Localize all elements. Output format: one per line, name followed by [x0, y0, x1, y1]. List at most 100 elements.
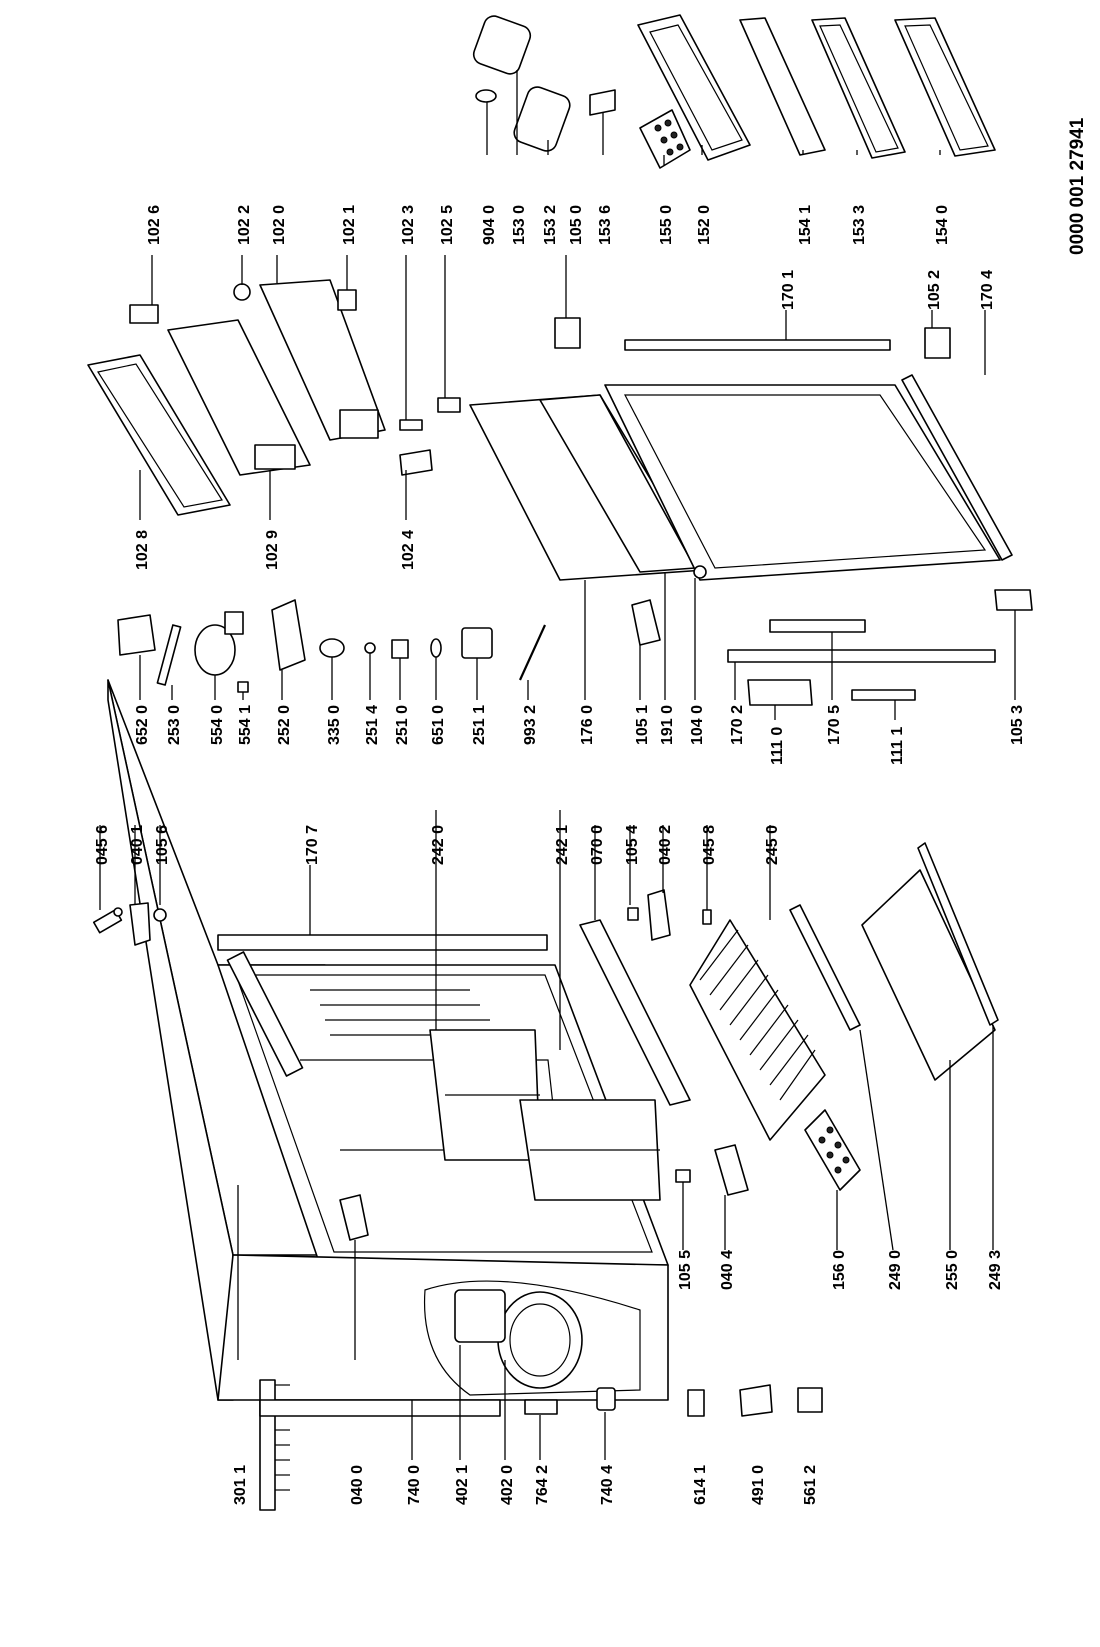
egg-tray-155-0 — [639, 109, 691, 169]
bottle-holder-153-0 — [472, 15, 532, 75]
compressor — [454, 1289, 583, 1389]
label-153-2: 153 2 — [542, 205, 559, 245]
rail-170-5 — [769, 619, 866, 633]
label-402-0: 402 0 — [499, 1465, 516, 1505]
rail-170-1 — [624, 339, 891, 351]
label-170-5: 170 5 — [826, 705, 843, 745]
label-251-4: 251 4 — [364, 705, 381, 745]
label-104-0: 104 0 — [689, 705, 706, 745]
part-102-2 — [233, 283, 251, 301]
cover-102-9 — [167, 319, 311, 476]
part-labels: 045 6 040 1 105 6 170 7 242 0 242 1 070 … — [94, 205, 1026, 1505]
part-111-0 — [747, 679, 813, 706]
strip-249-0 — [789, 904, 861, 1031]
label-740-4: 740 4 — [599, 1465, 616, 1505]
strip-249-3 — [917, 842, 999, 1026]
part-554-1 — [237, 681, 249, 693]
door-shelf-154-0 — [894, 17, 996, 157]
part-102-1 — [337, 289, 357, 311]
label-170-2: 170 2 — [729, 705, 746, 745]
door-shelf-153-3 — [811, 17, 906, 159]
door-shelf-152-0 — [637, 14, 751, 161]
label-102-5: 102 5 — [439, 205, 456, 245]
part-614-1 — [687, 1389, 705, 1417]
label-251-1: 251 1 — [471, 705, 488, 745]
label-105-6: 105 6 — [154, 825, 171, 865]
label-045-6: 045 6 — [94, 825, 111, 865]
egg-tray — [804, 1109, 861, 1191]
bar-070-0 — [579, 919, 691, 1106]
part-153-6 — [589, 89, 616, 116]
part-105-4 — [627, 907, 639, 921]
label-242-1: 242 1 — [554, 825, 571, 865]
part-040-4 — [714, 1144, 749, 1196]
part-105-0 — [554, 317, 581, 349]
label-614-1: 614 1 — [692, 1465, 709, 1505]
bottle-rail-154-1 — [739, 17, 826, 156]
part-105-5 — [675, 1169, 691, 1183]
label-154-0: 154 0 — [934, 205, 951, 245]
label-105-1: 105 1 — [634, 705, 651, 745]
label-156-0: 156 0 — [831, 1250, 848, 1290]
label-105-5: 105 5 — [677, 1250, 694, 1290]
part-111-1 — [851, 689, 916, 701]
part-251-1 — [461, 627, 493, 659]
label-252-0: 252 0 — [276, 705, 293, 745]
part-253-0 — [156, 624, 182, 686]
part-993-2 — [518, 624, 547, 681]
label-155-0: 155 0 — [658, 205, 675, 245]
label-301-1: 301 1 — [232, 1465, 249, 1505]
label-111-0: 111 0 — [769, 727, 786, 765]
part-251-4 — [364, 642, 376, 654]
condenser — [259, 1379, 501, 1511]
part-491-0 — [739, 1384, 773, 1417]
label-105-0: 105 0 — [568, 205, 585, 245]
label-491-0: 491 0 — [750, 1465, 767, 1505]
label-040-0: 040 0 — [349, 1465, 366, 1505]
label-176-0: 176 0 — [579, 705, 596, 745]
part-040-2 — [647, 889, 671, 941]
part-251-0 — [391, 639, 409, 659]
label-040-2: 040 2 — [657, 825, 674, 865]
cover-102-0 — [259, 279, 386, 441]
part-561-2 — [797, 1387, 823, 1413]
label-554-1: 554 1 — [237, 705, 254, 745]
part-102-4 — [399, 449, 433, 476]
part-335-0 — [319, 638, 345, 658]
vegetable-drawer-upper — [429, 1029, 541, 1161]
label-402-1: 402 1 — [454, 1465, 471, 1505]
label-105-4: 105 4 — [624, 825, 641, 865]
label-764-2: 764 2 — [534, 1465, 551, 1505]
label-153-3: 153 3 — [851, 205, 868, 245]
part-904-0 — [475, 89, 497, 103]
label-170-7: 170 7 — [304, 825, 321, 865]
wire-shelf — [689, 919, 826, 1141]
label-255-0: 255 0 — [944, 1250, 961, 1290]
label-102-1: 102 1 — [341, 205, 358, 245]
label-251-0: 251 0 — [394, 705, 411, 745]
label-904-0: 904 0 — [481, 205, 498, 245]
part-740-4 — [596, 1387, 616, 1411]
label-105-3: 105 3 — [1009, 705, 1026, 745]
drawing-reference-number: 0000 001 27941 — [1067, 117, 1088, 255]
label-170-4: 170 4 — [979, 270, 996, 310]
label-335-0: 335 0 — [326, 705, 343, 745]
label-170-1: 170 1 — [780, 270, 797, 310]
cabinet-body — [107, 679, 669, 1401]
door-104-0 — [604, 384, 1001, 581]
label-249-0: 249 0 — [887, 1250, 904, 1290]
rail-170-2 — [727, 649, 996, 663]
label-102-4: 102 4 — [400, 530, 417, 570]
label-153-6: 153 6 — [597, 205, 614, 245]
part-102-5 — [437, 397, 461, 413]
label-045-8: 045 8 — [701, 825, 718, 865]
label-102-8: 102 8 — [134, 530, 151, 570]
rail-170-4 — [901, 374, 1013, 561]
part-652-0 — [117, 614, 156, 656]
label-993-2: 993 2 — [522, 705, 539, 745]
label-153-0: 153 0 — [511, 205, 528, 245]
glass-shelf — [861, 869, 996, 1081]
hinge-105-1 — [631, 599, 661, 646]
label-740-0: 740 0 — [406, 1465, 423, 1505]
bottle-holder-153-2 — [513, 86, 571, 152]
